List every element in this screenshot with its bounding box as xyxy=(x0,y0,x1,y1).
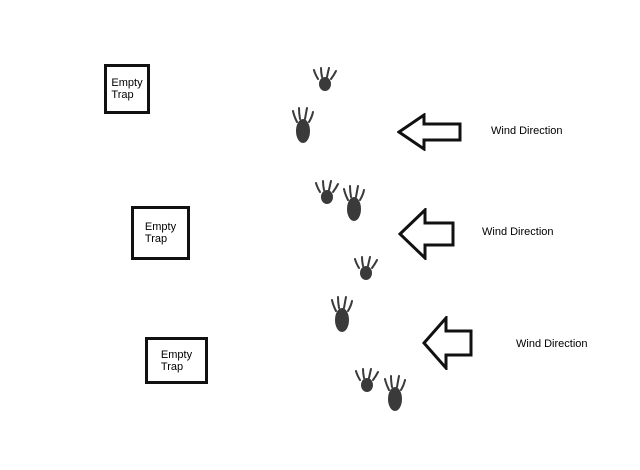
wind-direction-label: Wind Direction xyxy=(491,125,563,137)
paw-print-icon xyxy=(354,256,378,281)
left-arrow-icon xyxy=(398,208,455,260)
paw-print-icon xyxy=(343,185,365,222)
trap-label: Empty Trap xyxy=(144,221,177,245)
left-arrow-icon xyxy=(422,316,473,370)
empty-trap-3: Empty Trap xyxy=(145,337,208,384)
paw-print-icon xyxy=(292,107,314,144)
left-arrow-icon xyxy=(397,113,462,151)
paw-print-icon xyxy=(331,296,353,333)
trap-label: Empty Trap xyxy=(160,348,193,373)
paw-print-icon xyxy=(313,67,337,92)
paw-print-icon xyxy=(355,368,379,393)
empty-trap-2: Empty Trap xyxy=(131,206,190,260)
trap-label: Empty Trap xyxy=(111,77,143,101)
wind-direction-label: Wind Direction xyxy=(482,226,554,238)
paw-print-icon xyxy=(384,375,406,412)
paw-print-icon xyxy=(315,180,339,205)
empty-trap-1: Empty Trap xyxy=(104,64,150,114)
wind-direction-label: Wind Direction xyxy=(516,338,588,350)
